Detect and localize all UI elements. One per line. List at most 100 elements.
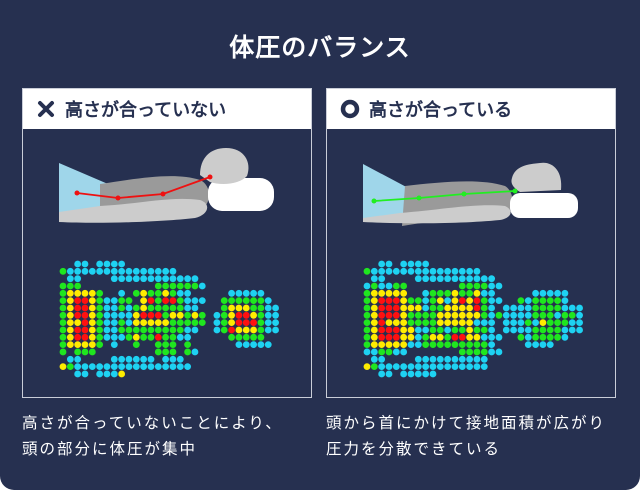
- pressure-dot-medium-high: [169, 311, 177, 319]
- pressure-dot-medium-low: [524, 319, 532, 327]
- spine-line: [373, 190, 516, 202]
- caption-line: 頭から首にかけて接地面積が広がり: [326, 414, 607, 432]
- pressure-dot-medium-low: [184, 311, 192, 319]
- pressure-dot-high: [392, 304, 400, 312]
- pressure-dot-high: [235, 319, 243, 327]
- pressure-dot-low: [488, 275, 496, 283]
- pressure-dot-medium-high: [444, 311, 452, 319]
- pressure-dot-medium-low: [96, 311, 104, 319]
- pressure-dot-medium-high: [235, 304, 243, 312]
- pressure-dot-medium-high: [242, 326, 250, 334]
- pressure-dot-low: [414, 333, 422, 341]
- pressure-dot-low: [451, 275, 459, 283]
- pressure-dot-high: [147, 297, 155, 305]
- pressure-dot-high: [378, 297, 386, 305]
- pressure-dot-medium-low: [59, 333, 67, 341]
- pressure-dot-medium-low: [539, 311, 547, 319]
- pressure-dot-medium-high: [436, 319, 444, 327]
- pressure-dot-low: [272, 319, 279, 327]
- pressure-dot-medium-low: [257, 297, 265, 305]
- pressure-dot-high: [74, 304, 82, 312]
- pressure-dot-low: [125, 275, 133, 283]
- pressure-dot-low: [363, 282, 371, 290]
- pressure-dot-high: [81, 333, 89, 341]
- pressure-dot-low: [96, 260, 104, 268]
- pressure-dot-medium-low: [257, 333, 265, 341]
- pressure-dot-medium-low: [458, 348, 466, 356]
- pressure-dot-low: [363, 348, 371, 356]
- pressure-dot-medium-high: [370, 326, 378, 334]
- pressure-dot-medium-high: [436, 311, 444, 319]
- pressure-dot-low: [110, 341, 118, 349]
- pressure-dot-medium-low: [480, 282, 488, 290]
- pressure-dot-medium-low: [363, 289, 371, 297]
- pressure-dot-high: [147, 311, 155, 319]
- pressure-dot-medium-low: [370, 363, 378, 371]
- pressure-dot-medium-low: [154, 341, 162, 349]
- pressure-dot-low: [510, 326, 517, 334]
- pressure-dot-low: [524, 326, 532, 334]
- pressure-dot-medium-low: [140, 333, 148, 341]
- pressure-dot-medium-low: [154, 348, 162, 356]
- pressure-dot-high: [228, 326, 235, 334]
- pressure-dot-low: [400, 348, 408, 356]
- pressure-dot-medium-high: [407, 326, 415, 334]
- pressure-dot-low: [88, 363, 96, 371]
- pressure-dot-high: [169, 297, 177, 305]
- pressure-dot-medium-low: [228, 333, 235, 341]
- pressure-dot-medium-low: [429, 311, 437, 319]
- spine-line-bad: [74, 174, 213, 201]
- pressure-dot-medium-low: [257, 319, 265, 327]
- pressure-dot-medium-high: [466, 319, 474, 327]
- pressure-dot-low: [96, 370, 104, 378]
- pressure-dot-medium-high: [370, 297, 378, 305]
- pressure-dot-medium-low: [436, 341, 444, 349]
- pressure-dot-low: [480, 289, 488, 297]
- pressure-dot-medium-low: [257, 311, 265, 319]
- pressure-dot-medium-low: [191, 319, 199, 327]
- pressure-dot-low: [444, 355, 452, 363]
- pressure-dot-low: [132, 267, 140, 275]
- pressure-dot-medium-low: [176, 319, 184, 327]
- pressure-dot-medium-low: [473, 348, 481, 356]
- pressure-dot-low: [407, 260, 415, 268]
- pressure-dot-low: [480, 275, 488, 283]
- pressure-dot-low: [110, 304, 118, 312]
- pressure-dot-high: [235, 311, 243, 319]
- pressure-dot-medium-high: [228, 319, 235, 327]
- pressure-dot-medium-low: [96, 319, 104, 327]
- pressure-dot-medium-low: [539, 304, 547, 312]
- pressure-dot-low: [495, 348, 503, 356]
- pressure-dot-medium-high: [392, 319, 400, 327]
- pressure-dot-low: [257, 289, 265, 297]
- pressure-dot-medium-high: [451, 289, 459, 297]
- pressure-dot-medium-high: [370, 341, 378, 349]
- page-title: 体圧のバランス: [229, 33, 411, 62]
- pressure-dot-low: [110, 370, 118, 378]
- pressure-dot-medium-low: [125, 333, 133, 341]
- pressure-dot-low: [81, 267, 89, 275]
- pressure-dot-low: [451, 355, 459, 363]
- pressure-dot-medium-high: [66, 289, 74, 297]
- caption-mismatched: 高さが合っていないことにより、 頭の部分に体圧が集中: [22, 410, 283, 462]
- pressure-dot-high: [140, 311, 148, 319]
- pressure-dot-low: [429, 267, 437, 275]
- pressure-dot-medium-low: [96, 297, 104, 305]
- pressure-dot-low: [110, 260, 118, 268]
- pressure-dot-medium-high: [132, 311, 140, 319]
- pressure-dot-low: [132, 355, 140, 363]
- pressure-dot-low: [191, 275, 199, 283]
- pressure-dot-medium-low: [554, 333, 561, 341]
- pressure-dot-medium-low: [554, 326, 561, 334]
- pressure-dot-medium-high: [74, 319, 82, 327]
- pressure-dot-medium-low: [400, 282, 408, 290]
- pressure-dot-medium-high: [66, 311, 74, 319]
- pressure-dot-low: [110, 297, 118, 305]
- pressure-dot-medium-low: [554, 304, 561, 312]
- pressure-dot-low: [103, 260, 111, 268]
- pressure-dot-medium-low: [96, 289, 104, 297]
- pressure-dot-low: [576, 304, 583, 312]
- pressure-dot-low: [66, 267, 74, 275]
- pressure-dot-medium-low: [257, 304, 265, 312]
- pressure-dot-low: [81, 260, 89, 268]
